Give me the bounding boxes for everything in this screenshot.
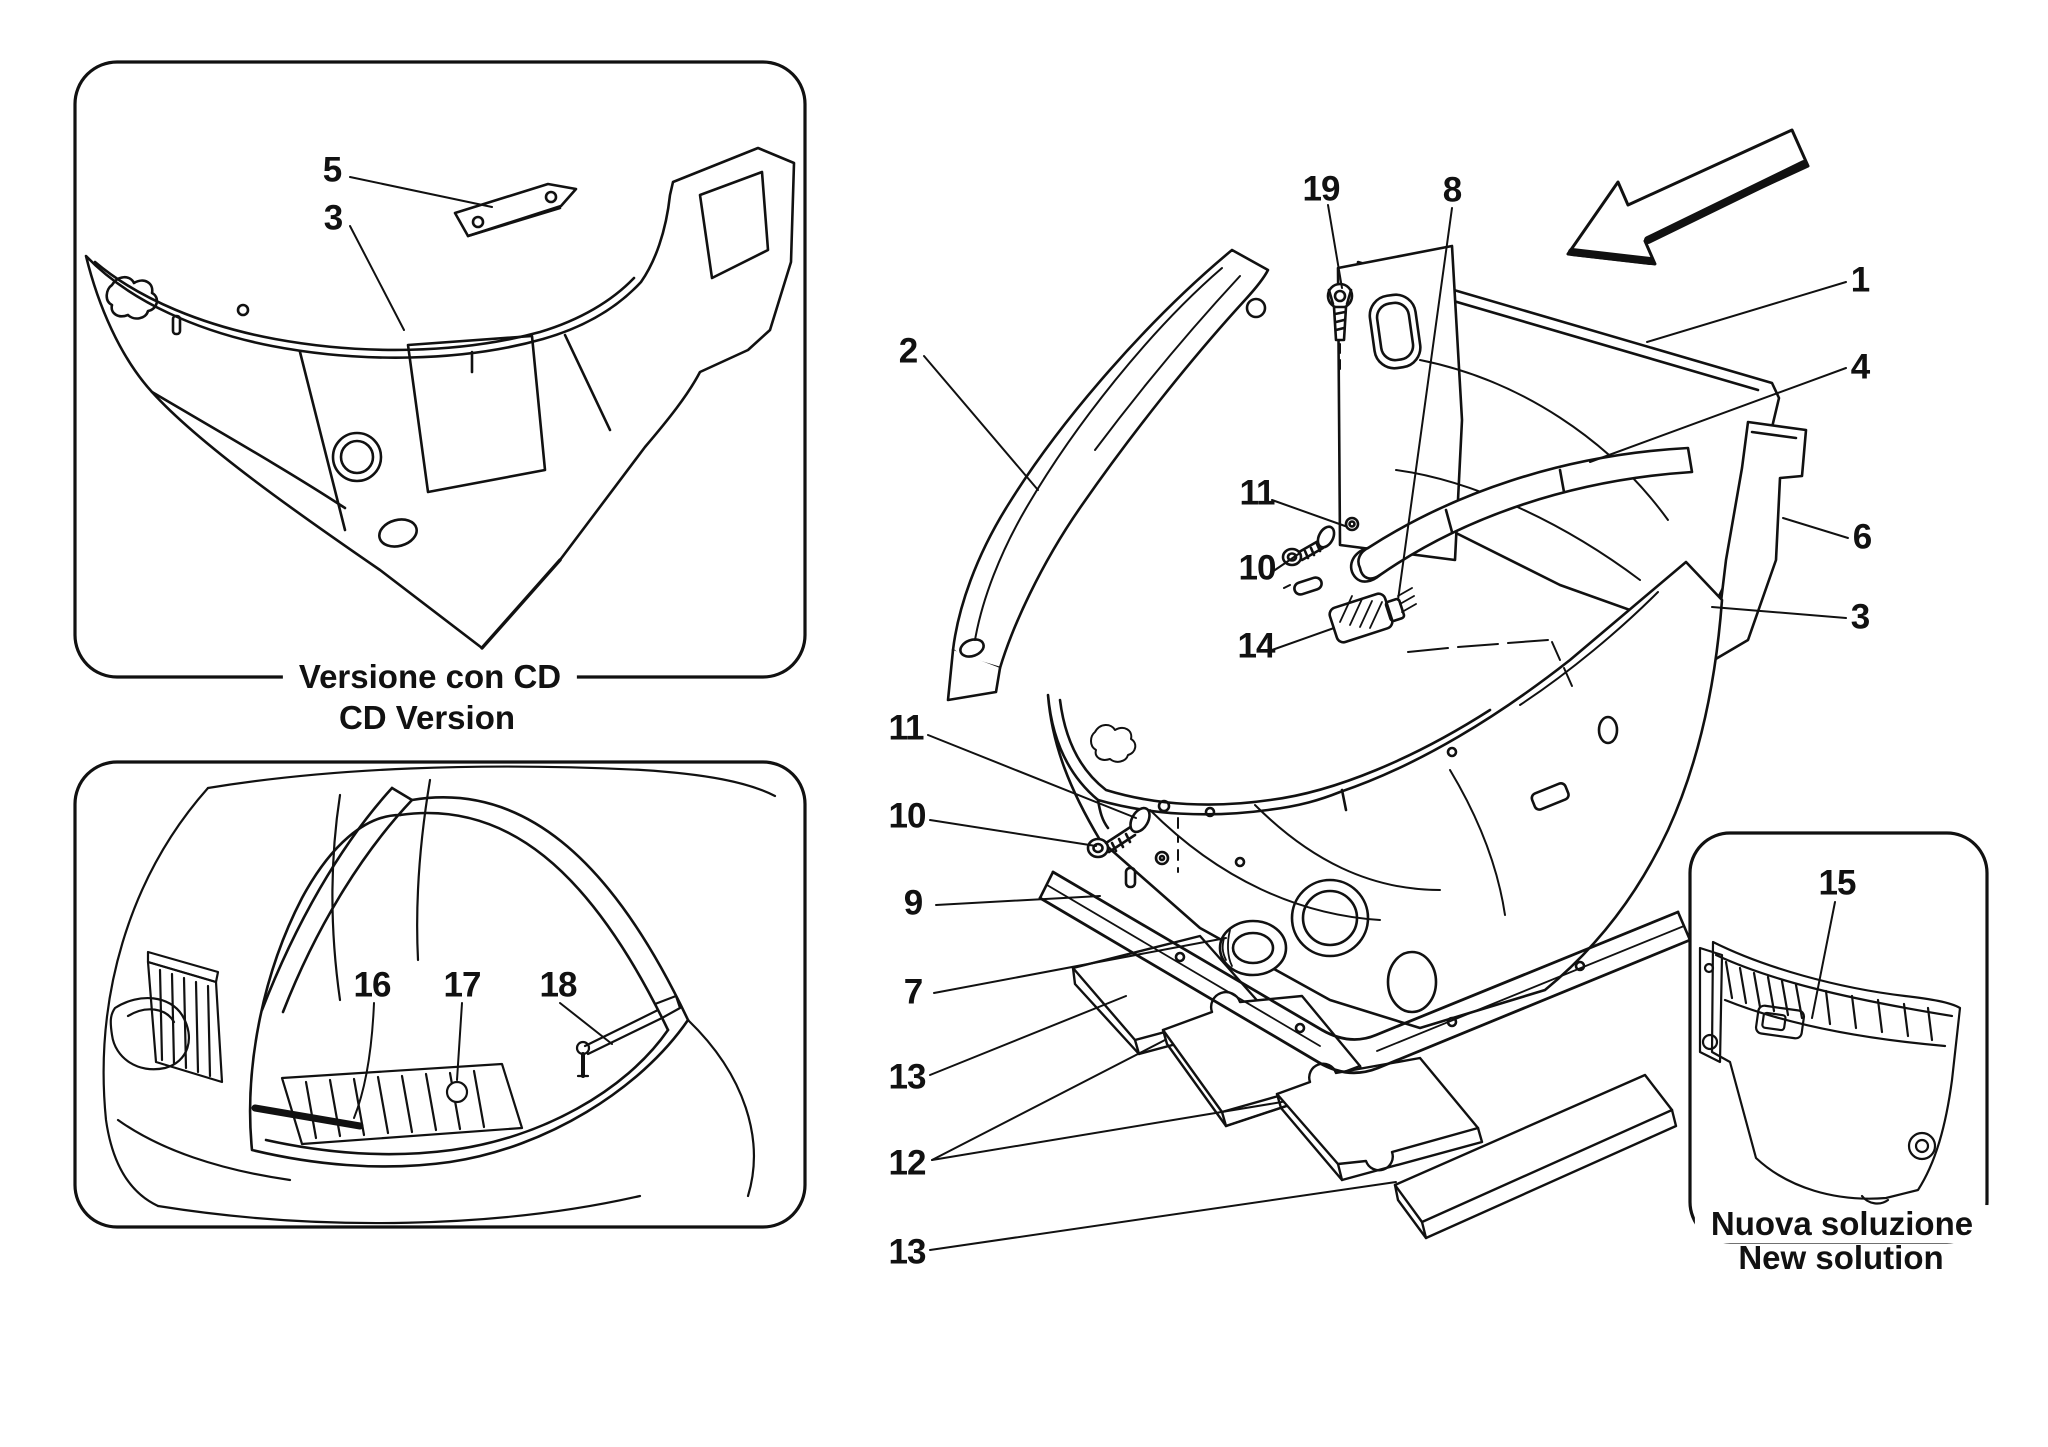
part-label-14: 14: [1237, 626, 1276, 666]
caption-cd-version-en: CD Version: [338, 699, 516, 737]
caption-cd-version-it: Versione con CD: [282, 658, 578, 696]
inner-bolt-part10-11: [1283, 518, 1358, 565]
grommet-part7: [1220, 921, 1286, 975]
part-label-3-inset: 3: [323, 198, 343, 238]
part-label-4: 4: [1850, 347, 1870, 387]
part-label-8: 8: [1442, 170, 1462, 210]
car-front-body: [104, 767, 775, 1223]
inset1-leader-lines: [350, 177, 492, 330]
screw-part19: [1328, 284, 1352, 376]
trunk-opening: [250, 788, 688, 1166]
part-label-11: 11: [888, 708, 925, 748]
part-label-11-inner: 11: [1239, 473, 1276, 513]
left-bolt-part10-11: [1088, 801, 1169, 857]
main-leader-lines: [924, 205, 1848, 1250]
part-label-13-upper: 13: [888, 1057, 927, 1097]
part-label-2: 2: [898, 331, 918, 371]
caption-new-solution-it: Nuova soluzione: [1694, 1205, 1990, 1243]
foam-pads: [1073, 936, 1676, 1238]
main-exploded-view: [924, 130, 1848, 1250]
part-label-18: 18: [539, 965, 578, 1005]
part-label-5: 5: [322, 150, 342, 190]
part-label-10: 10: [888, 796, 927, 836]
rim-strip-part4: [1351, 448, 1692, 582]
part-label-12: 12: [888, 1143, 927, 1183]
part-label-17: 17: [443, 965, 482, 1005]
part-label-10-inner: 10: [1238, 548, 1277, 588]
cd-trim-panel: [86, 148, 794, 648]
part-label-1: 1: [1850, 260, 1870, 300]
part-label-6: 6: [1852, 517, 1872, 557]
left-panel-part2: [948, 250, 1268, 700]
pad-13-lower: [1395, 1075, 1676, 1238]
main-tub-part3: [1048, 562, 1722, 1028]
part-label-13-lower: 13: [888, 1232, 927, 1272]
sensor-part8-14: [1284, 576, 1572, 686]
part-label-19: 19: [1302, 169, 1341, 209]
inset-trunk-box: [75, 762, 805, 1227]
part-label-15: 15: [1818, 863, 1857, 903]
cowl-panel-part15: [1700, 942, 1960, 1203]
trunk-strut-part18: [577, 996, 680, 1076]
back-wall-panel: [1338, 246, 1668, 580]
inset-cd-version-box: [75, 62, 805, 677]
caption-new-solution-en: New solution: [1738, 1239, 1944, 1277]
gasket-frame-part9: [1040, 872, 1690, 1073]
inset3-leader-lines: [1812, 902, 1835, 1018]
inset2-leader-lines: [354, 1003, 612, 1118]
trunk-grille: [148, 952, 222, 1082]
bracket-part-5: [455, 184, 576, 236]
part-label-3-right: 3: [1850, 597, 1870, 637]
direction-arrow-icon: [1568, 130, 1808, 264]
inset-new-solution-box: [1690, 833, 1987, 1242]
part-label-9: 9: [903, 883, 923, 923]
trunk-mat-part16-17: [255, 1064, 522, 1144]
part-label-16: 16: [353, 965, 392, 1005]
part-label-7: 7: [903, 972, 923, 1012]
side-bracket-part6: [1714, 422, 1806, 660]
